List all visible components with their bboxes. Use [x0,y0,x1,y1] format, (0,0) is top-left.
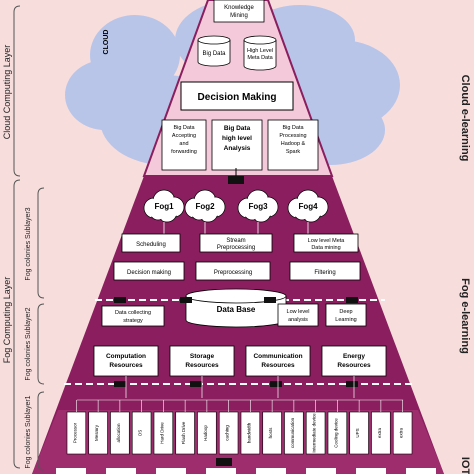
fog-colonies-sublayer3-label: Fog colonies Sublayer3 [25,207,32,280]
fog-colonies-sub1-text: Fog colonies Sublayer1 [25,395,32,468]
router-icon [114,381,126,387]
fog-colonies-sublayer1-label: Fog colonies Sublayer1 [25,395,32,468]
cloud-layer-label: Cloud Computing Layer [2,45,12,140]
router-icon [270,381,282,387]
item-label: extra [377,428,382,439]
item-label: Cooling device [333,418,338,448]
big-data-accepting-box [161,119,207,171]
gateway-icon-top [228,176,244,184]
fog-cloud-group: Fog1 Fog2 Fog3 Fog4 [143,189,329,234]
stream-preprocessing-box [199,233,273,253]
data-base-text: Data Base [217,305,256,314]
resource-box [93,345,159,377]
item-label: Flash Drive [181,421,186,444]
router-icon [346,297,358,303]
fog-cloud-label: Fog2 [195,202,215,211]
preprocessing-box [195,261,271,281]
fog-elearning-label: Fog e-learning [459,278,471,354]
fog-cloud-1: Fog1 [143,189,185,223]
iot-label: IOT [459,457,471,474]
router-icon [190,381,202,387]
item-label: Processor [72,422,77,443]
fog-cloud-2: Fog2 [184,189,226,223]
item-label: bandwidth [246,422,251,443]
low-level-meta-box [293,233,359,253]
fog-colonies-sublayer2-label: Fog colonies Sublayer2 [25,307,32,380]
cloud-elearning-label: Cloud e-learning [459,75,471,162]
item-group: Processor Mesmry allocation OS Hard Drive Fla… [66,399,413,455]
resource-box [321,345,387,377]
item-label: caching [225,425,230,441]
fog-colonies-sub2-text: Fog colonies Sublayer2 [25,307,32,380]
left-brackets [13,5,45,471]
router-icon [346,381,358,387]
fog-cloud-label: Fog3 [248,202,268,211]
fog-colonies-sub3-text: Fog colonies Sublayer3 [25,207,32,280]
scheduling-text: Scheduling [136,242,166,248]
knowledge-mining-l1: Knowledge [224,5,254,11]
decision-making-fog-box [113,261,185,281]
item-label: Hard Drive [159,422,164,444]
high-level-meta-cylinder [243,35,277,71]
knowledge-mining-l2: Mining [230,13,248,19]
big-data-text: Big Data [202,51,226,57]
fog-cloud-3: Fog3 [237,189,279,223]
big-data-processing-box [267,119,319,171]
big-data-analysis-box [211,119,263,171]
item-label: hosts [268,427,273,439]
router-icon [180,297,192,303]
decision-making-fog-text: Decision making [127,270,171,276]
item-label: allocation [116,423,121,443]
fog-cloud-label: Fog1 [154,202,174,211]
low-level-analysis-box [277,303,319,327]
router-icon [264,297,276,303]
fog-cloud-4: Fog4 [287,189,329,223]
cloud-tag: CLOUD [103,30,110,55]
decision-making-text: Decision Making [198,92,277,103]
router-group [114,297,358,387]
item-label: extra [399,428,404,439]
resource-box [245,345,311,377]
item-label: Hadoop [203,425,208,441]
iot-strip [56,468,436,474]
knowledge-mining-box [213,0,265,23]
item-label: OS [138,430,143,437]
item-label: Mesmry [94,424,99,441]
item-label: UPS [355,428,360,437]
fog-cloud-label: Fog4 [298,202,318,211]
filtering-box [289,261,361,281]
fog-layer-label: Fog Computing Layer [2,277,12,364]
preprocessing-text: Preprocessing [214,270,252,276]
decision-making-box [180,81,294,111]
deep-learning-box [325,303,367,327]
item-label: Intermediate device [312,413,317,453]
big-data-cylinder [197,35,231,67]
data-collecting-box [101,305,165,327]
router-icon [114,297,126,303]
item-label: communication [290,417,295,448]
scheduling-box [121,233,181,253]
filtering-text: Filtering [314,270,335,276]
gateway-icon-bottom [216,458,232,466]
resource-box [169,345,235,377]
